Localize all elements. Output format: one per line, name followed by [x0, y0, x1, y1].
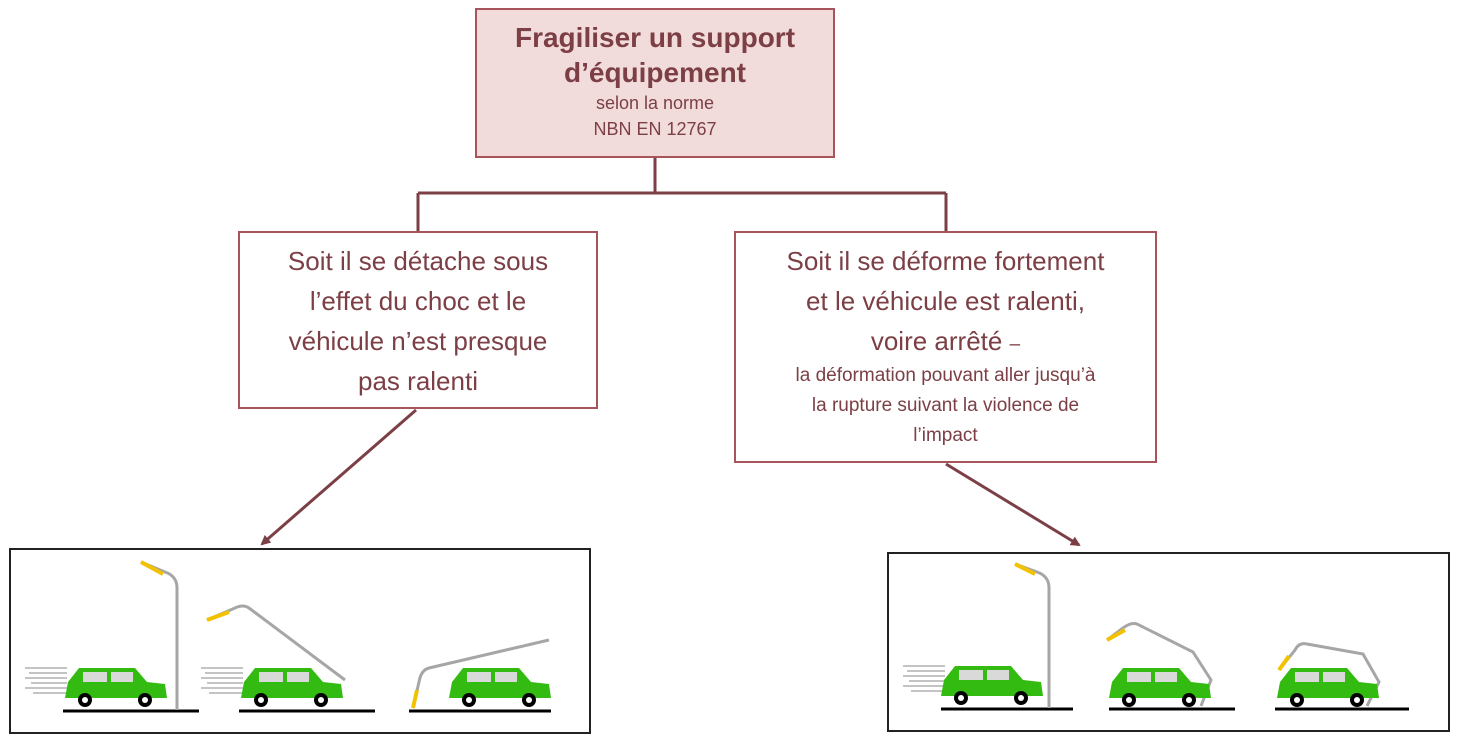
right-line2: et le véhicule est ralenti,	[806, 286, 1085, 316]
right-line3-dash: –	[1009, 334, 1021, 355]
right-line6: l’impact	[913, 425, 978, 446]
speed-lines-icon	[200, 667, 244, 694]
left-line4: pas ralenti	[358, 366, 478, 396]
right-line1: Soit il se déforme fortement	[786, 246, 1105, 276]
illustration-detach	[9, 548, 591, 734]
lamp-post-icon	[140, 560, 179, 710]
lamp-post-icon	[1106, 622, 1213, 707]
frame-2	[1106, 622, 1235, 711]
right-line5: la rupture suivant la violence de	[811, 395, 1080, 416]
root-sub-line2: NBN EN 12767	[593, 119, 717, 139]
lamp-post-icon	[1014, 562, 1051, 708]
car-icon	[241, 668, 343, 707]
lamp-head	[206, 610, 230, 622]
detach-sequence-illustration	[24, 560, 551, 713]
car-icon	[1109, 668, 1211, 707]
lamp-head	[411, 689, 419, 709]
arrow-right	[945, 462, 1081, 547]
frame-3	[1275, 642, 1409, 711]
root-title-line2: d’équipement	[563, 57, 746, 88]
speed-lines-icon	[902, 665, 946, 692]
lamp-head	[1277, 654, 1291, 672]
left-node: Soit il se détache sous l’effet du choc …	[238, 231, 598, 409]
root-node: Fragiliser un support d’équipement selon…	[475, 8, 835, 158]
right-node: Soit il se déforme fortement et le véhic…	[734, 231, 1157, 463]
frame-3	[409, 638, 551, 713]
lamp-head	[1014, 562, 1036, 576]
right-line3: voire arrêté	[870, 326, 1003, 356]
root-sub-line1: selon la norme	[595, 93, 715, 113]
left-line3: véhicule n’est presque	[288, 326, 548, 356]
lamp-post-icon	[1277, 642, 1381, 707]
right-line4: la déformation pouvant aller jusqu’à	[795, 365, 1096, 386]
car-icon	[941, 666, 1043, 705]
frame-2	[200, 604, 375, 713]
lamp-post-icon	[206, 604, 346, 682]
lamp-head	[140, 560, 164, 576]
right-line3-row: voire arrêté –	[736, 321, 1155, 361]
deform-sequence-illustration	[902, 562, 1409, 711]
root-title-line1: Fragiliser un support	[514, 22, 796, 53]
left-line2: l’effet du choc et le	[309, 286, 527, 316]
frame-1	[902, 562, 1073, 711]
speed-lines-icon	[24, 667, 68, 694]
arrow-left	[260, 408, 417, 546]
car-icon	[449, 668, 551, 707]
lamp-head	[1106, 628, 1126, 642]
car-icon	[1277, 668, 1379, 707]
illustration-deform	[887, 552, 1450, 732]
frame-1	[24, 560, 199, 713]
lamp-post-icon	[411, 638, 550, 709]
left-line1: Soit il se détache sous	[287, 246, 549, 276]
car-icon	[65, 668, 167, 707]
